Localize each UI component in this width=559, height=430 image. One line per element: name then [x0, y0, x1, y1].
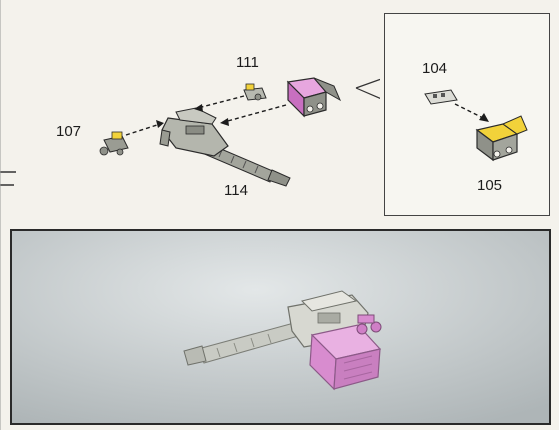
detail-diagram [385, 14, 551, 217]
detail-inset: 104 105 [384, 13, 550, 216]
ammo-box-icon [477, 116, 527, 160]
assembly-diagram [0, 0, 380, 220]
clip-icon [425, 90, 457, 104]
callout-104: 104 [422, 60, 447, 77]
callout-114: 114 [224, 182, 248, 199]
callout-107: 107 [56, 123, 81, 140]
callout-111: 111 [236, 54, 259, 71]
finished-photo [10, 229, 551, 425]
ammo-box-icon [288, 78, 340, 116]
callout-105: 105 [477, 177, 502, 194]
clip-icon [100, 132, 128, 155]
sight-icon [244, 84, 266, 100]
finished-model-render [12, 231, 551, 425]
machine-gun-icon [160, 108, 290, 186]
